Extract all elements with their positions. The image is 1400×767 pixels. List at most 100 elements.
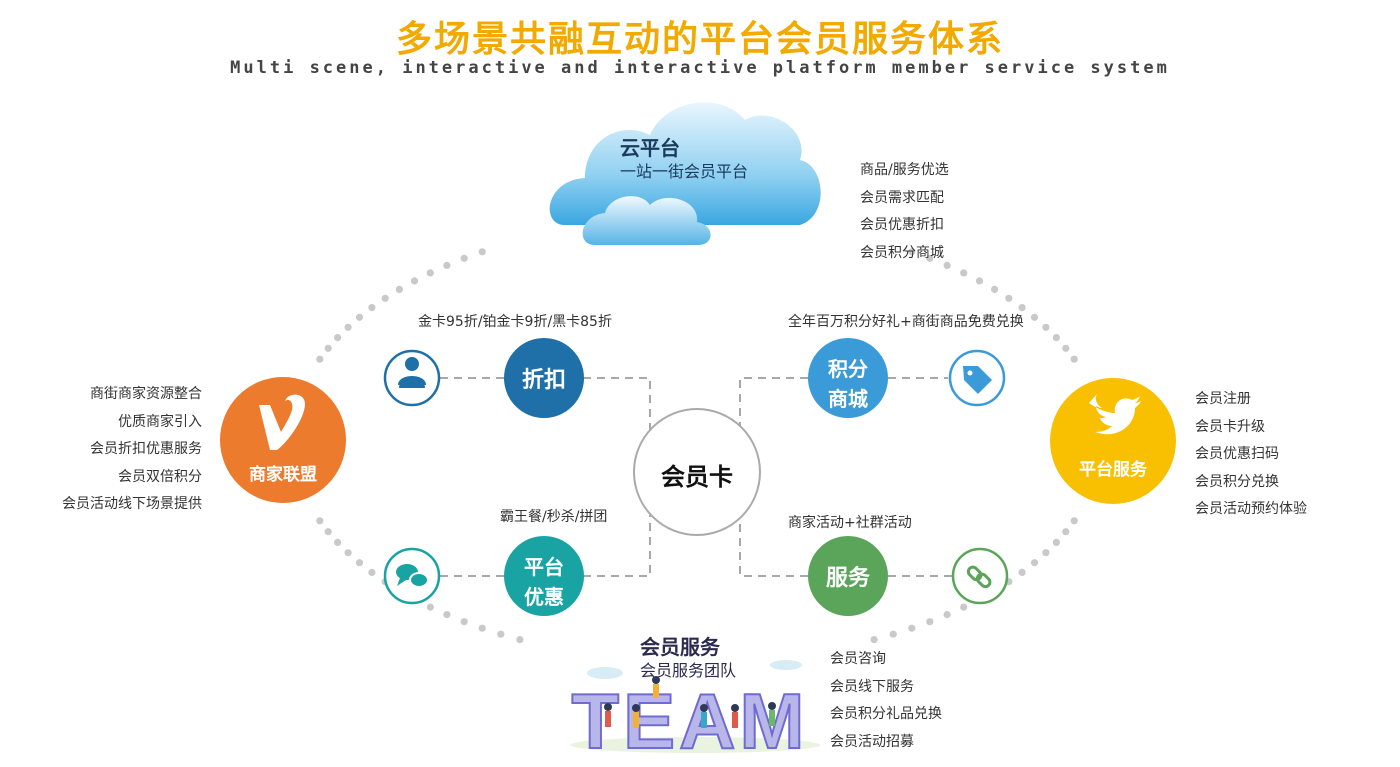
ring-dot [1062,528,1070,536]
service-caption: 商家活动+社群活动 [788,515,912,531]
list-item: 会员优惠折扣 [860,217,944,233]
ring-dot [1030,559,1039,567]
service-circle [808,536,888,616]
points-mall-caption: 全年百万积分好礼+商街商品免费兑换 [788,314,1024,330]
dashed-connectors [440,377,952,577]
ring-dot [410,277,419,285]
ring-dot [344,549,352,557]
ring-dot [344,323,352,331]
chat-bubbles-icon [396,564,429,588]
platform-service-feature-list: 会员注册 会员卡升级 会员优惠扫码 会员积分兑换 会员活动预约体验 [1195,386,1307,524]
cloud-title: 云平台 [620,136,680,160]
ring-dot [324,528,332,536]
ring-dot [1018,568,1026,577]
platform-offer-caption: 霸王餐/秒杀/拼团 [500,509,608,525]
list-item: 会员折扣优惠服务 [90,441,202,457]
team-graphic [570,660,820,753]
list-item: 会员优惠扫码 [1195,446,1279,462]
points-mall-circle [808,338,888,418]
list-item: 会员卡升级 [1195,418,1265,435]
alliance-label: 商家联盟 [249,465,317,485]
ring-dot [943,261,951,269]
tag-icon [963,366,992,394]
ring-dot [1042,323,1050,331]
ring-dot [316,517,324,525]
ring-dot [926,618,934,626]
points-mall-label-line2: 商城 [828,387,868,411]
list-item: 会员活动预约体验 [1195,501,1307,517]
ring-dot [975,277,984,285]
cloud-graphic [549,102,821,245]
page-subtitle: Multi scene, interactive and interactive… [230,58,1170,78]
ring-dot [478,248,486,256]
list-item: 会员双倍积分 [118,468,202,485]
ring-dot [443,611,451,619]
ring-dot [334,334,342,342]
ring-dot [1062,344,1070,352]
ring-dot [1030,313,1039,321]
center-circle [633,408,761,536]
list-item: 会员注册 [1195,391,1251,407]
link-icon [966,565,992,589]
connector-discount-center [583,377,651,445]
list-item: 商街商家资源整合 [90,386,202,402]
center-label: 会员卡 [661,463,733,491]
service-label: 服务 [825,566,870,591]
team-title: 会员服务 [640,635,720,659]
ring-dot [381,294,389,302]
ring-dot [368,568,376,577]
list-item: 会员需求匹配 [860,189,944,206]
platform-offer-label-line2: 优惠 [524,585,564,609]
ring-dot [870,636,878,644]
cloud-subtitle: 一站一街会员平台 [620,162,749,181]
v-logo-icon [259,394,305,450]
list-item: 会员积分兑换 [1195,473,1279,490]
ring-dot [908,624,916,632]
ring-dot [1042,549,1050,557]
ring-dot [991,285,999,293]
cloud-feature-list: 商品/服务优选 会员需求匹配 会员优惠折扣 会员积分商城 [860,157,949,267]
list-item: 会员积分礼品兑换 [830,706,942,722]
ring-dot [460,618,468,626]
ring-dot [316,355,324,363]
platform-service-circle [1050,378,1176,504]
team-subtitle: 会员服务团队 [640,661,737,680]
ring-dot [460,254,468,262]
ring-dot [1018,304,1026,312]
ring-dot [1052,538,1060,547]
list-item: 会员活动线下场景提供 [62,496,202,512]
platform-offer-label-line1: 平台 [524,555,564,579]
user-icon [398,357,426,392]
list-item: 会员活动招募 [830,733,914,750]
ring-dot [478,624,486,632]
ring-dot [1005,294,1013,302]
ring-dot [889,630,897,638]
ring-dot [1070,355,1078,363]
points-mall-label: 积分 商城 [808,354,888,414]
platform-offer-circle [504,536,584,616]
discount-circle [504,338,584,418]
list-item: 优质商家引入 [118,413,202,430]
team-word: TEAM [572,677,809,765]
connector-points-center [739,377,808,445]
ring-dot [443,261,451,269]
list-item: 会员积分商城 [860,244,944,261]
ring-dot [926,254,934,262]
platform-service-label: 平台服务 [1079,460,1147,480]
discount-caption: 金卡95折/铂金卡9折/黑卡85折 [418,314,612,330]
ring-dot [395,285,403,293]
ring-dot [516,636,524,644]
ring-dot [426,269,434,277]
ring-dot [324,344,332,352]
ring-dot [960,269,968,277]
ring-dot [960,603,968,611]
list-item: 商品/服务优选 [860,162,949,178]
ring-dot [943,611,951,619]
points-mall-label-line1: 积分 [828,357,868,381]
ring-dot [368,304,376,312]
team-figures: TEAM [571,676,809,766]
ring-dot [497,630,505,638]
ring-dot [426,603,434,611]
ring-dot [908,248,916,256]
